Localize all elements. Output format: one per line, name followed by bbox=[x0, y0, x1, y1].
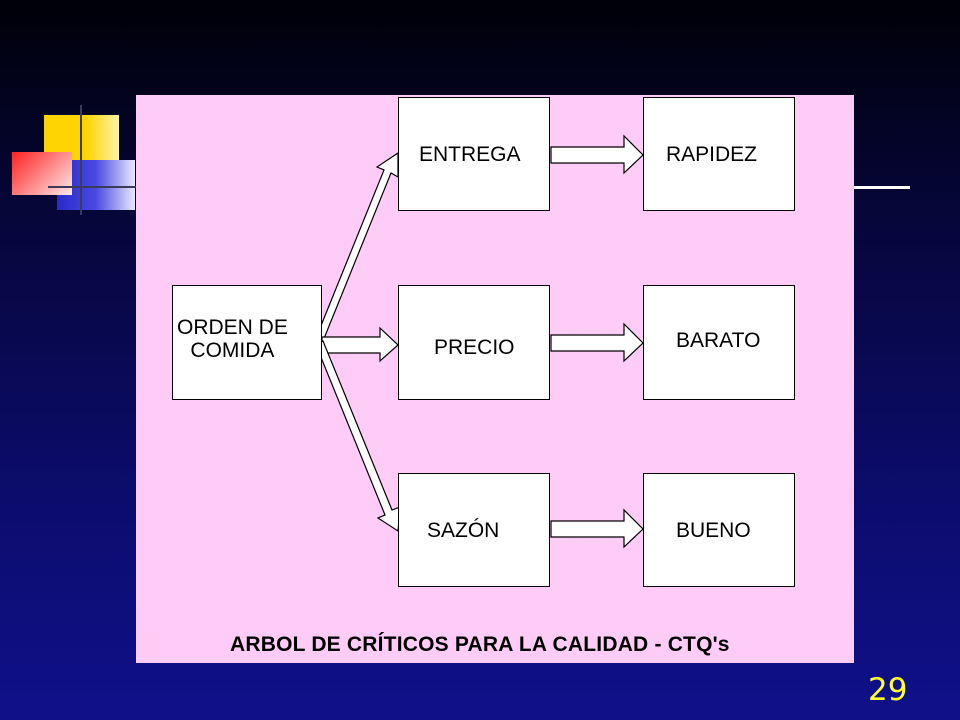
result-box-bueno: BUENO bbox=[643, 473, 795, 587]
arrow-precio-to-barato bbox=[550, 322, 644, 363]
result-label-bueno: BUENO bbox=[676, 519, 751, 542]
arrow-root-to-entrega bbox=[315, 151, 399, 342]
root-label: ORDEN DE COMIDA bbox=[177, 316, 288, 363]
result-box-barato: BARATO bbox=[643, 285, 795, 400]
criterion-label-precio: PRECIO bbox=[434, 336, 515, 359]
result-label-barato: BARATO bbox=[676, 329, 761, 352]
criterion-box-entrega: ENTREGA bbox=[398, 97, 550, 211]
arrow-sazon-to-bueno bbox=[550, 508, 644, 549]
decor-red-square bbox=[12, 152, 72, 195]
diagram-panel: ORDEN DE COMIDA ENTREGA PRECIO SAZÓN RAP… bbox=[136, 95, 854, 663]
decor-horizontal-line bbox=[48, 186, 136, 188]
arrow-root-to-precio bbox=[321, 326, 399, 363]
arrow-entrega-to-rapidez bbox=[550, 134, 644, 175]
slide-number: 29 bbox=[868, 672, 908, 708]
decor-vertical-line bbox=[80, 105, 82, 215]
arrow-root-to-sazon bbox=[315, 340, 401, 533]
root-box: ORDEN DE COMIDA bbox=[172, 285, 322, 400]
diagram-caption: ARBOL DE CRÍTICOS PARA LA CALIDAD - CTQ'… bbox=[230, 633, 730, 656]
result-label-rapidez: RAPIDEZ bbox=[666, 143, 758, 166]
result-box-rapidez: RAPIDEZ bbox=[643, 97, 795, 211]
criterion-label-sazon: SAZÓN bbox=[427, 519, 500, 542]
decor-title-underline bbox=[852, 186, 910, 189]
criterion-box-precio: PRECIO bbox=[398, 285, 550, 400]
criterion-label-entrega: ENTREGA bbox=[419, 143, 521, 166]
criterion-box-sazon: SAZÓN bbox=[398, 473, 550, 587]
arrows-layer bbox=[315, 134, 644, 549]
